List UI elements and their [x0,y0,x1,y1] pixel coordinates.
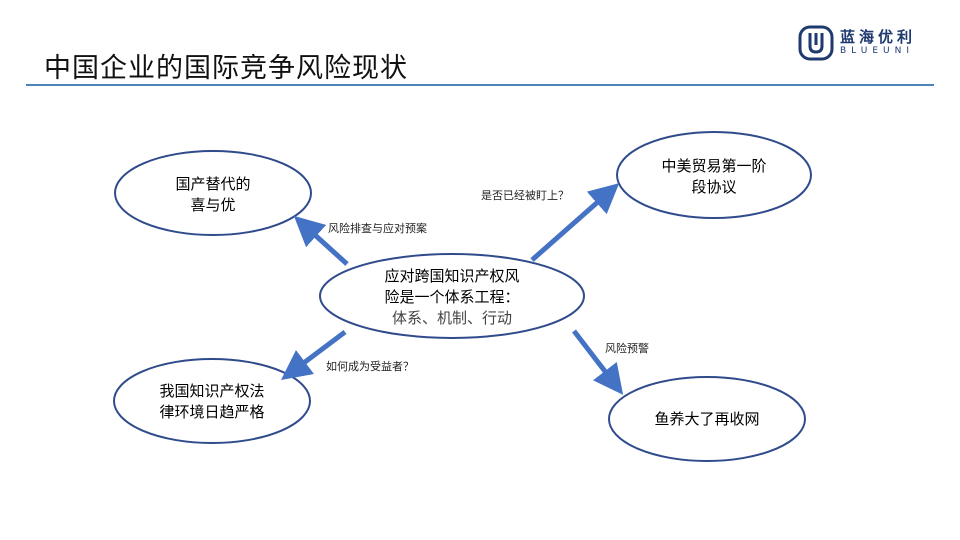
node-center-line1: 应对跨国知识产权风 [384,267,520,285]
node-bottom-left-line2: 律环境日趋严格 [159,403,265,421]
node-center: 应对跨国知识产权风 险是一个体系工程： 体系、机制、行动 [332,266,572,329]
logo-english-name: BLUEUNI [840,46,914,56]
node-top-left-shape [114,150,312,236]
node-top-right-line1: 中美贸易第一阶 [661,157,767,175]
edge-label-top-left: 风险排查与应对预案 [328,222,427,235]
title-divider [26,84,934,86]
node-top-left-line2: 喜与优 [190,196,236,214]
node-bottom-right: 鱼养大了再收网 [612,409,802,430]
arrow-to-top-right [530,183,620,262]
node-bottom-left-shape [113,358,311,444]
edge-label-top-right: 是否已经被盯上？ [481,189,569,202]
node-top-left-line1: 国产替代的 [175,175,251,193]
brand-logo: 蓝海优利 BLUEUNI [798,24,938,64]
edge-label-bottom-right: 风险预警 [605,342,649,355]
edge-label-bottom-left: 如何成为受益者？ [326,360,414,373]
node-top-right-shape [616,131,812,219]
arrow-to-bottom-left [281,330,347,380]
node-top-left: 国产替代的 喜与优 [118,174,308,216]
page-title: 中国企业的国际竞争风险现状 [44,53,408,84]
node-bottom-right-line1: 鱼养大了再收网 [654,410,760,428]
arrow-to-bottom-right [572,329,624,395]
arrow-to-top-left [293,215,349,266]
node-center-line2: 险是一个体系工程： [384,288,520,306]
node-top-right-line2: 段协议 [691,178,737,196]
logo-chinese-name: 蓝海优利 [840,28,917,46]
node-center-line3: 体系、机制、行动 [391,309,512,327]
node-bottom-left: 我国知识产权法 律环境日趋严格 [117,381,307,423]
logo-mark-icon [798,25,834,61]
node-bottom-right-shape [608,376,806,462]
node-center-shape [319,253,585,339]
node-top-right: 中美贸易第一阶 段协议 [619,156,809,198]
node-bottom-left-line1: 我国知识产权法 [159,382,265,400]
